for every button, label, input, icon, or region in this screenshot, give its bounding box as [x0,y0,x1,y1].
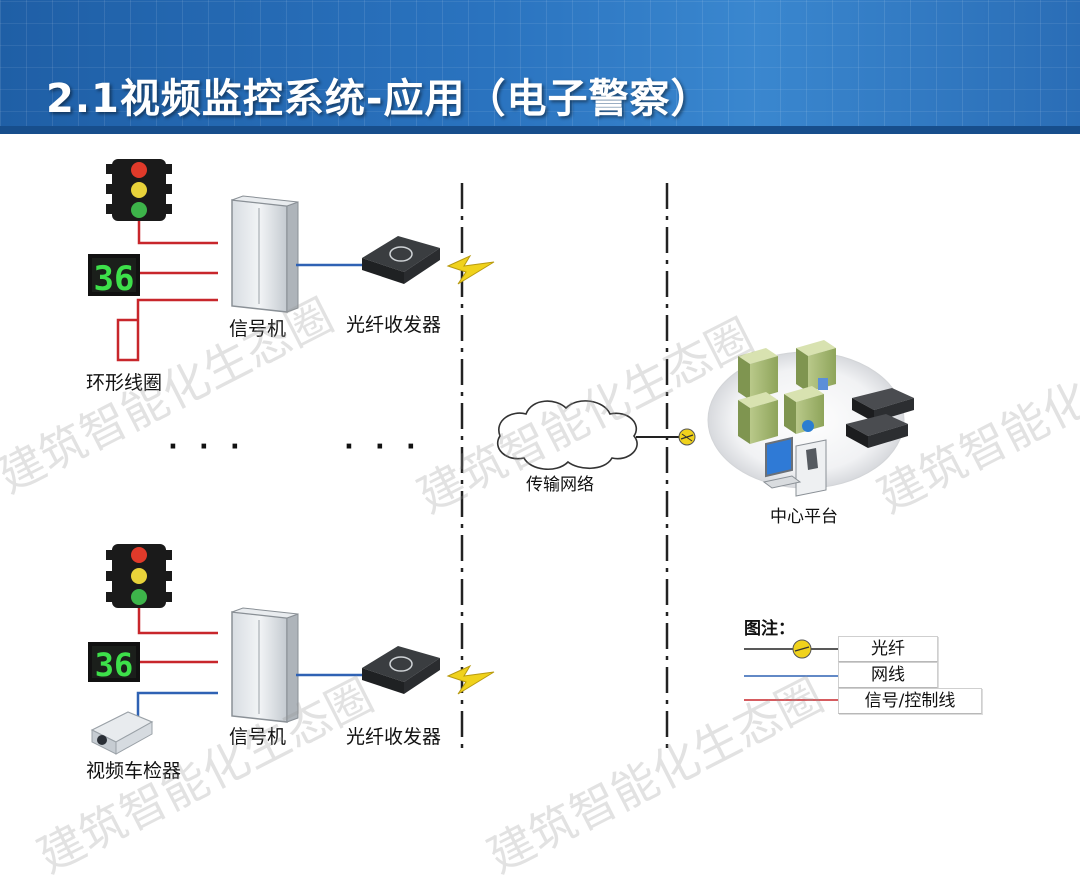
label-network: 传输网络 [526,475,594,495]
traffic-light-top-icon [106,159,172,221]
label-signal-machine-top: 信号机 [229,318,287,340]
signal-cabinet-top-icon [231,195,299,313]
label-transceiver-bottom: 光纤收发器 [346,726,442,748]
traffic-light-bottom-icon [106,544,172,608]
lightning-bottom-icon [446,664,495,695]
page-title: 2.1视频监控系统-应用（电子警察） [46,76,712,122]
label-loop-coil: 环形线圈 [86,372,163,394]
lightning-top-icon [446,254,495,285]
signal-line-light-bottom [137,608,218,635]
storage-device-icon [846,388,914,448]
fiber-transceiver-bottom-icon [362,646,440,694]
diagram-canvas: 36 36 [88,159,914,755]
countdown-bottom: 36 [95,646,134,684]
network-cloud-icon [497,400,638,470]
fiber-transceiver-top-icon [362,236,440,284]
countdown-display-top-icon [88,254,140,296]
video-detector-icon [90,711,154,755]
header-bottom-band [0,126,1080,134]
workstation-icon [762,436,827,497]
ellipsis-right: · · · [344,432,422,462]
label-video-detector: 视频车检器 [86,760,182,782]
legend-item-fiber: 光纤 [838,636,938,662]
signal-cabinet-bottom-icon [231,607,299,723]
legend-title: 图注： [744,619,795,639]
label-signal-machine-bottom: 信号机 [229,726,287,748]
countdown-top: 36 [94,259,135,299]
label-transceiver-top: 光纤收发器 [346,314,442,336]
header-grid-pattern [0,0,1080,134]
label-center-platform: 中心平台 [770,507,838,527]
header-banner: 2.1视频监控系统-应用（电子警察） [0,0,1080,134]
network-line-detector [136,691,218,718]
legend-fiber-connector-icon [792,639,812,659]
signal-line-light-top [137,221,218,245]
loop-coil-icon [116,298,218,362]
legend-item-network: 网线 [838,662,938,688]
countdown-display-bottom-icon [88,642,140,682]
fiber-connector-icon [678,428,696,446]
server-cluster-icon [738,340,836,444]
legend-item-signal: 信号/控制线 [838,688,982,714]
ellipsis-left: · · · [168,432,246,462]
